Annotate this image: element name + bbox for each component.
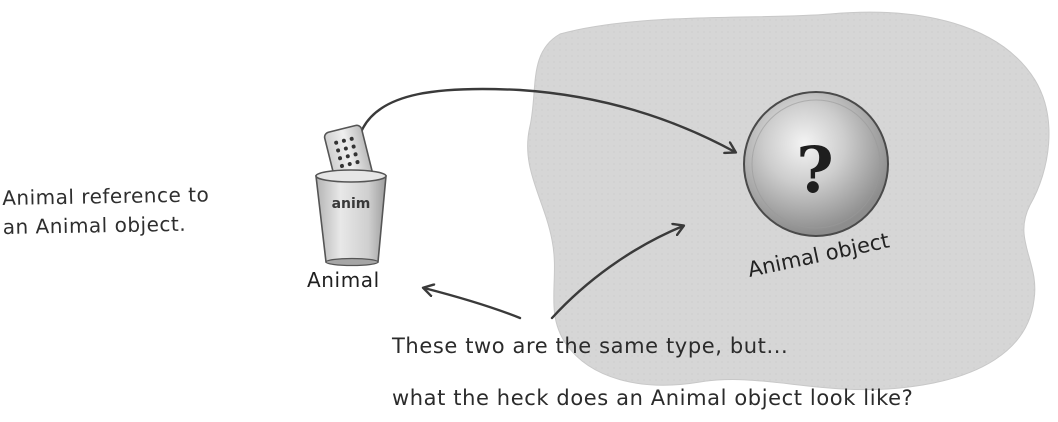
caption-line-2: what the heck does an Animal object look…: [392, 386, 914, 410]
reference-type-label: Animal: [307, 268, 380, 292]
caption-arrow-to-object: [550, 226, 683, 320]
caption-line-1: These two are the same type, but...: [392, 334, 789, 358]
left-annotation-line-1: Animal reference to: [2, 182, 210, 210]
question-mark: ?: [796, 133, 834, 208]
cup-label: anim: [332, 196, 371, 212]
left-annotation: Animal reference to an Animal object.: [2, 180, 210, 242]
reference-cup-icon: [315, 169, 387, 267]
animal-object-sphere: [743, 91, 889, 237]
caption-arrow-to-reference: [424, 288, 522, 320]
left-annotation-line-2: an Animal object.: [2, 211, 187, 239]
reference-arrow: [360, 87, 735, 152]
